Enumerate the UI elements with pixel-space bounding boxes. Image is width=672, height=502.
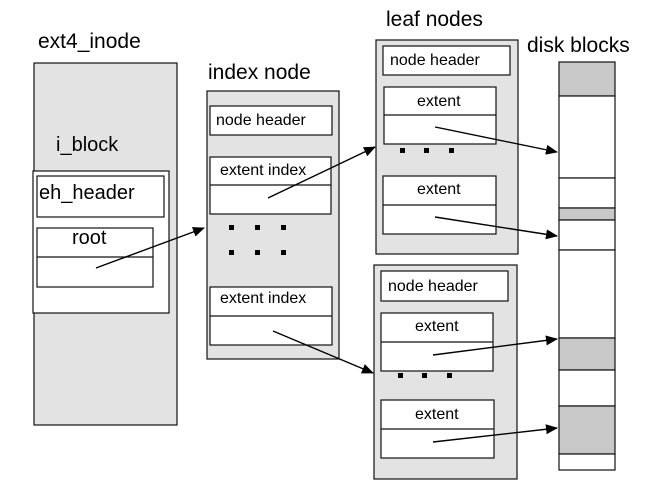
arrow-leaf-top-extent-2-to-disk — [434, 216, 558, 240]
i-block-label: i_block — [56, 134, 119, 156]
eh-header-label: eh_header — [39, 182, 135, 204]
leaf-bottom-header-label: node header — [388, 278, 479, 295]
leaf-bottom-header-box — [380, 270, 509, 302]
index-node-title: index node — [208, 61, 311, 84]
ext4-inode: i_block eh_header root — [32, 62, 178, 426]
leaf-nodes-title: leaf nodes — [386, 8, 483, 31]
arrow-extent-index-1-to-leaf-top — [267, 146, 376, 199]
index-node-header-label: node header — [216, 112, 307, 129]
leaf-bottom-ellipsis — [398, 373, 452, 378]
index-node: node header extent index extent index — [206, 90, 340, 360]
disk-block-free — [558, 249, 616, 339]
leaf-bottom-extent-2-label: extent — [415, 406, 459, 423]
leaf-bottom-extent-1-label: extent — [415, 318, 459, 335]
disk-block-free — [558, 219, 616, 251]
arrow-root-to-index-node — [95, 227, 205, 269]
extent-index-2-label: extent index — [220, 290, 306, 307]
leaf-top-extent-2-label: extent — [417, 181, 461, 198]
arrow-leaf-bottom-extent-1-to-disk — [432, 335, 558, 356]
disk-block-used — [558, 207, 616, 221]
index-node-header-box — [209, 105, 333, 136]
disk-block-used — [558, 405, 616, 455]
disk-blocks-title: disk blocks — [527, 34, 630, 57]
arrow-extent-index-2-to-leaf-bottom — [272, 330, 374, 374]
disk-block-free — [558, 369, 616, 407]
disk-block-used — [558, 61, 616, 97]
leaf-top-ellipsis — [400, 148, 454, 153]
leaf-node-top: node header extent extent — [375, 39, 519, 255]
disk-block-free — [558, 453, 616, 471]
disk-block-free — [558, 95, 616, 179]
disk-block-free — [558, 177, 616, 209]
index-node-ellipsis — [229, 225, 286, 255]
pointer-arrows — [95, 126, 558, 443]
arrow-leaf-top-extent-1-to-disk — [434, 126, 558, 155]
root-label: root — [72, 227, 107, 249]
leaf-top-extent-1-label: extent — [417, 93, 461, 110]
eh-header-box — [36, 175, 165, 218]
leaf-node-bottom: node header extent extent — [373, 264, 518, 480]
arrow-leaf-bottom-extent-2-to-disk — [432, 424, 558, 443]
leaf-top-header-box — [382, 45, 511, 76]
leaf-top-header-label: node header — [390, 52, 481, 69]
disk-blocks-column — [558, 61, 616, 471]
disk-block-used — [558, 337, 616, 371]
extent-index-1-label: extent index — [220, 162, 306, 179]
ext4-inode-title: ext4_inode — [38, 30, 141, 53]
